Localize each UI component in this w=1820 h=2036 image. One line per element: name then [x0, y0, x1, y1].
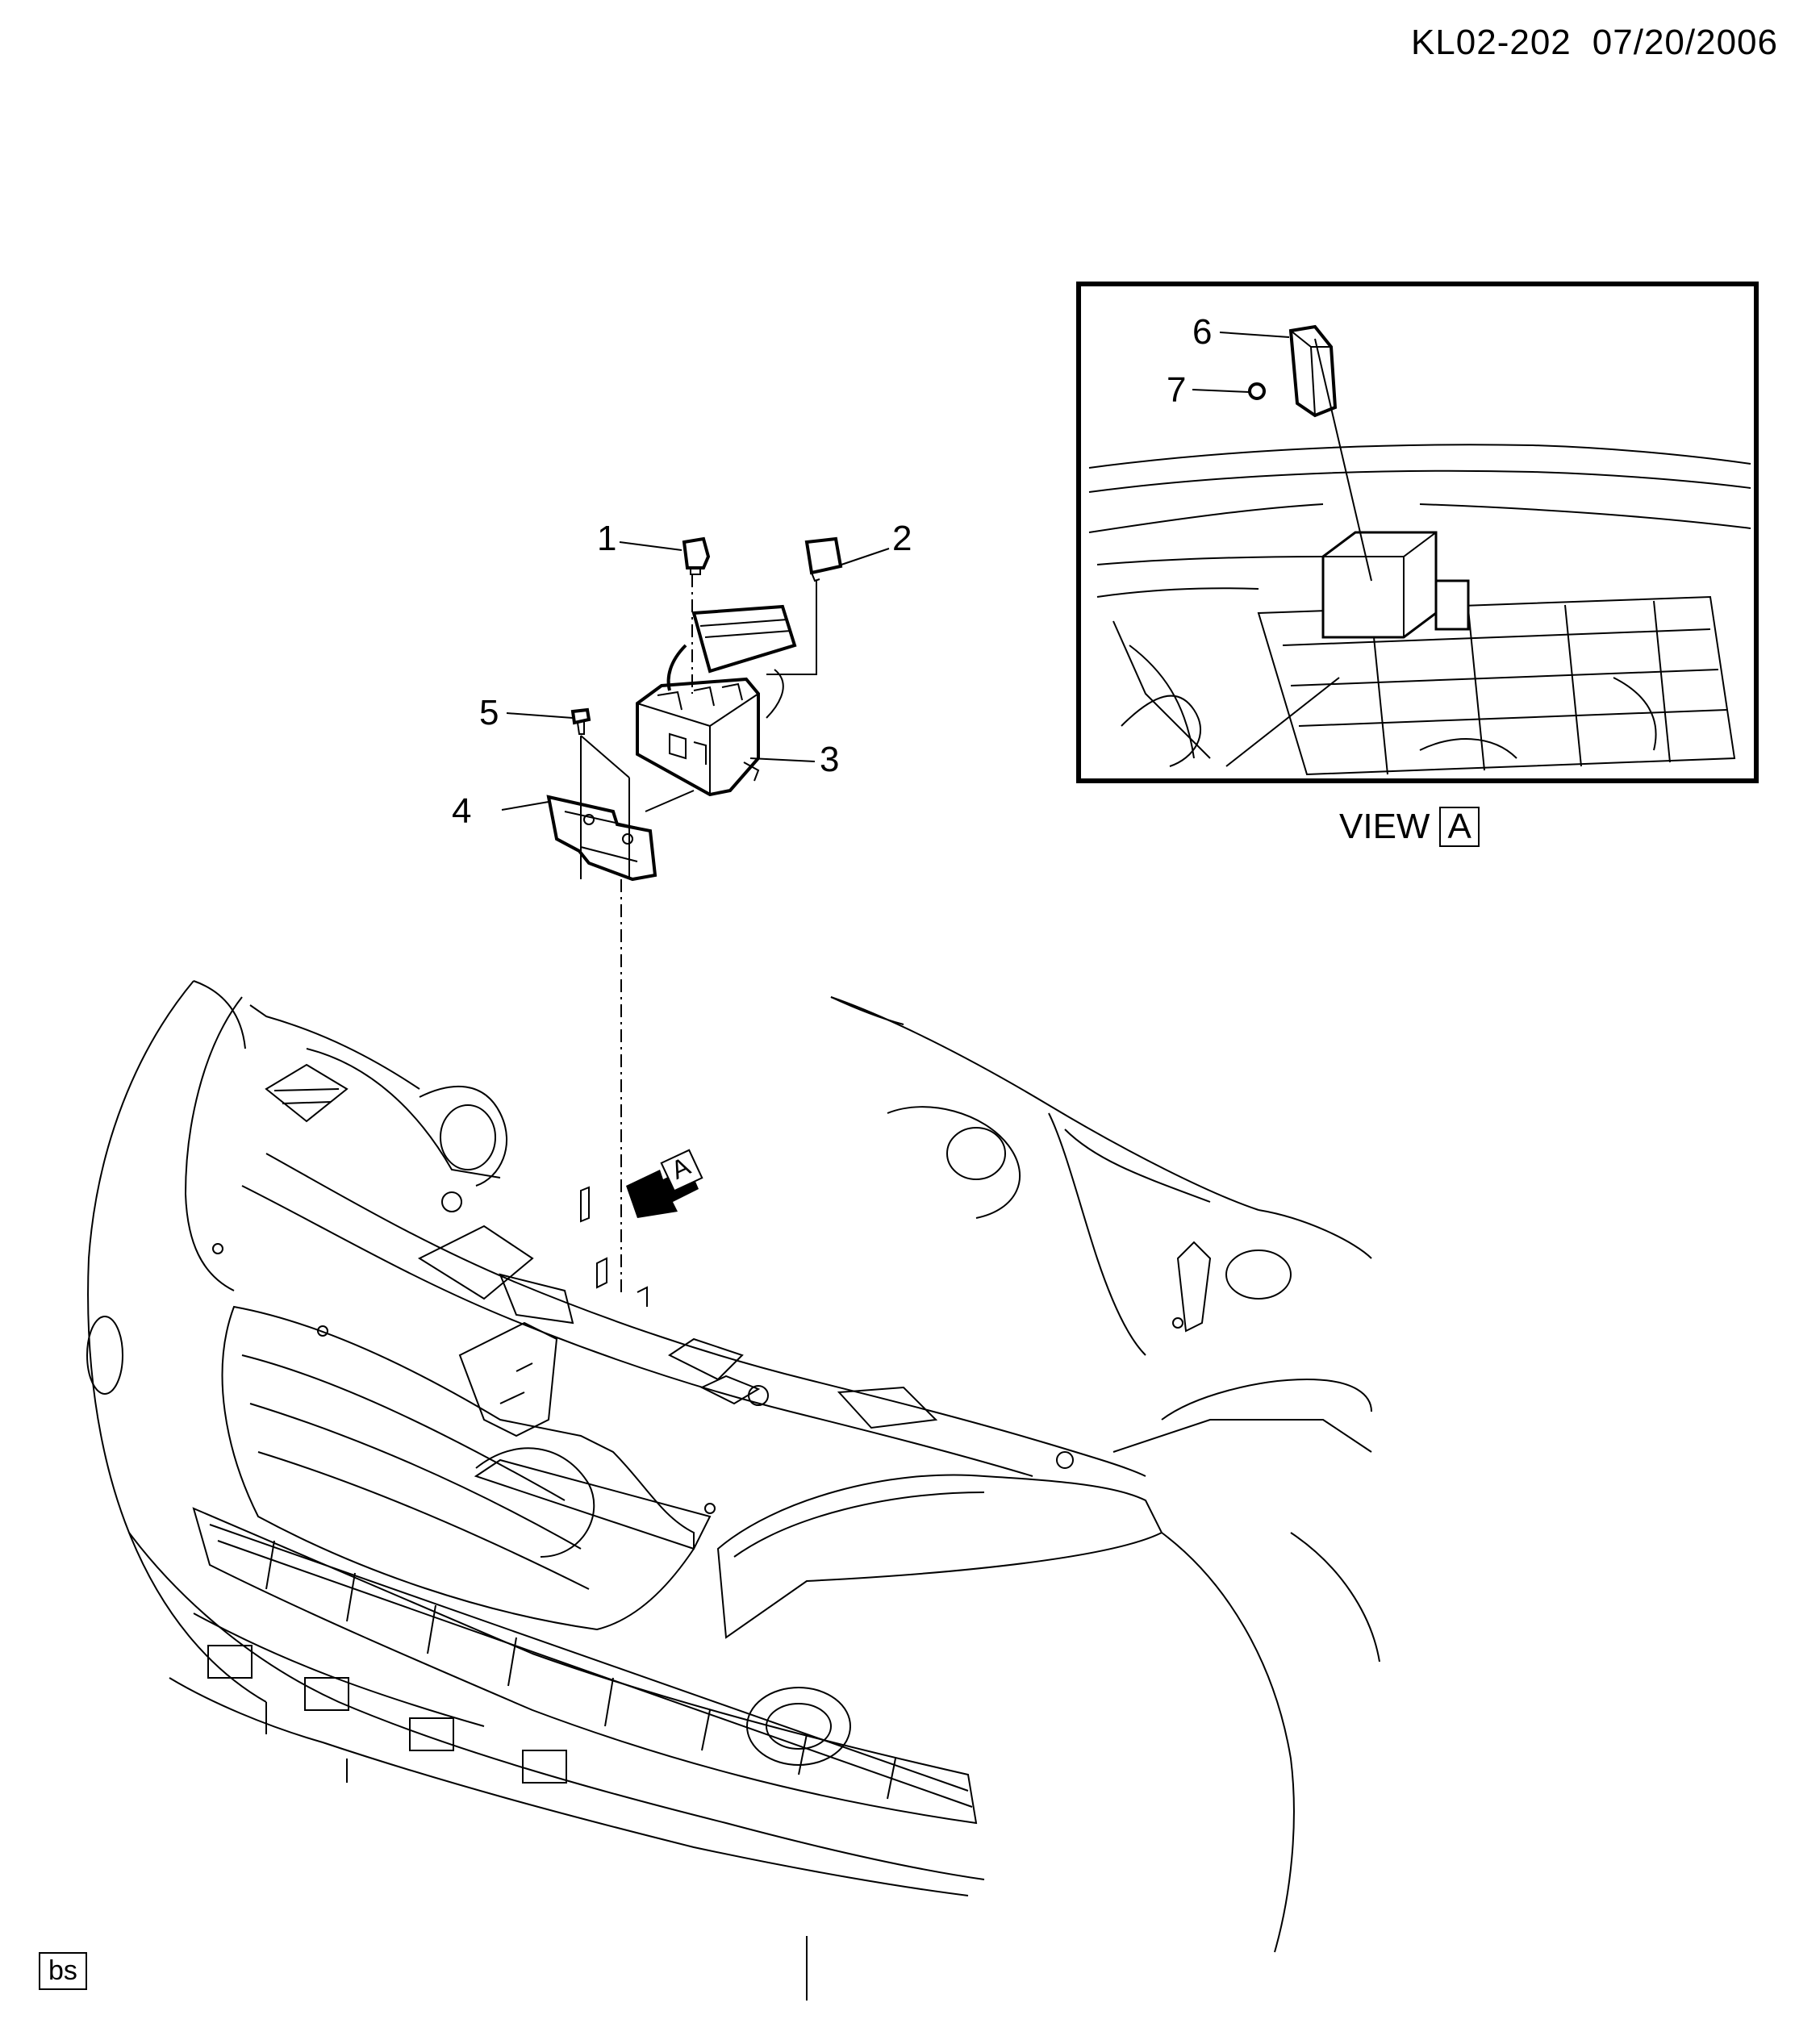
- diagram-date: 07/20/2006: [1592, 23, 1778, 62]
- view-a-inset: [1076, 282, 1759, 783]
- diagram-header: KL02-202 07/20/2006: [1411, 23, 1778, 63]
- part-5-bolt: [570, 707, 591, 735]
- bs-tag: bs: [39, 1952, 87, 1990]
- part-4-bracket: [546, 795, 657, 882]
- view-label-letter: A: [1439, 807, 1480, 848]
- diagram-code: KL02-202: [1410, 23, 1572, 62]
- view-a-arrow: [626, 1149, 703, 1218]
- part-1-clip: [682, 536, 711, 575]
- view-label-text: VIEW: [1339, 807, 1430, 846]
- callout-6: 6: [1192, 312, 1213, 352]
- callout-1: 1: [597, 519, 617, 558]
- assembly-centerlines: [580, 574, 817, 1297]
- callout-3: 3: [820, 740, 840, 779]
- leader-lines: [501, 332, 1290, 811]
- part-3-fuse-block: [636, 604, 797, 797]
- vehicle-front-end: [86, 980, 1380, 2001]
- callout-4: 4: [452, 791, 472, 831]
- part-2-relay: [804, 536, 843, 582]
- callout-7: 7: [1167, 370, 1187, 410]
- callout-5: 5: [479, 693, 499, 732]
- callout-2: 2: [892, 519, 912, 558]
